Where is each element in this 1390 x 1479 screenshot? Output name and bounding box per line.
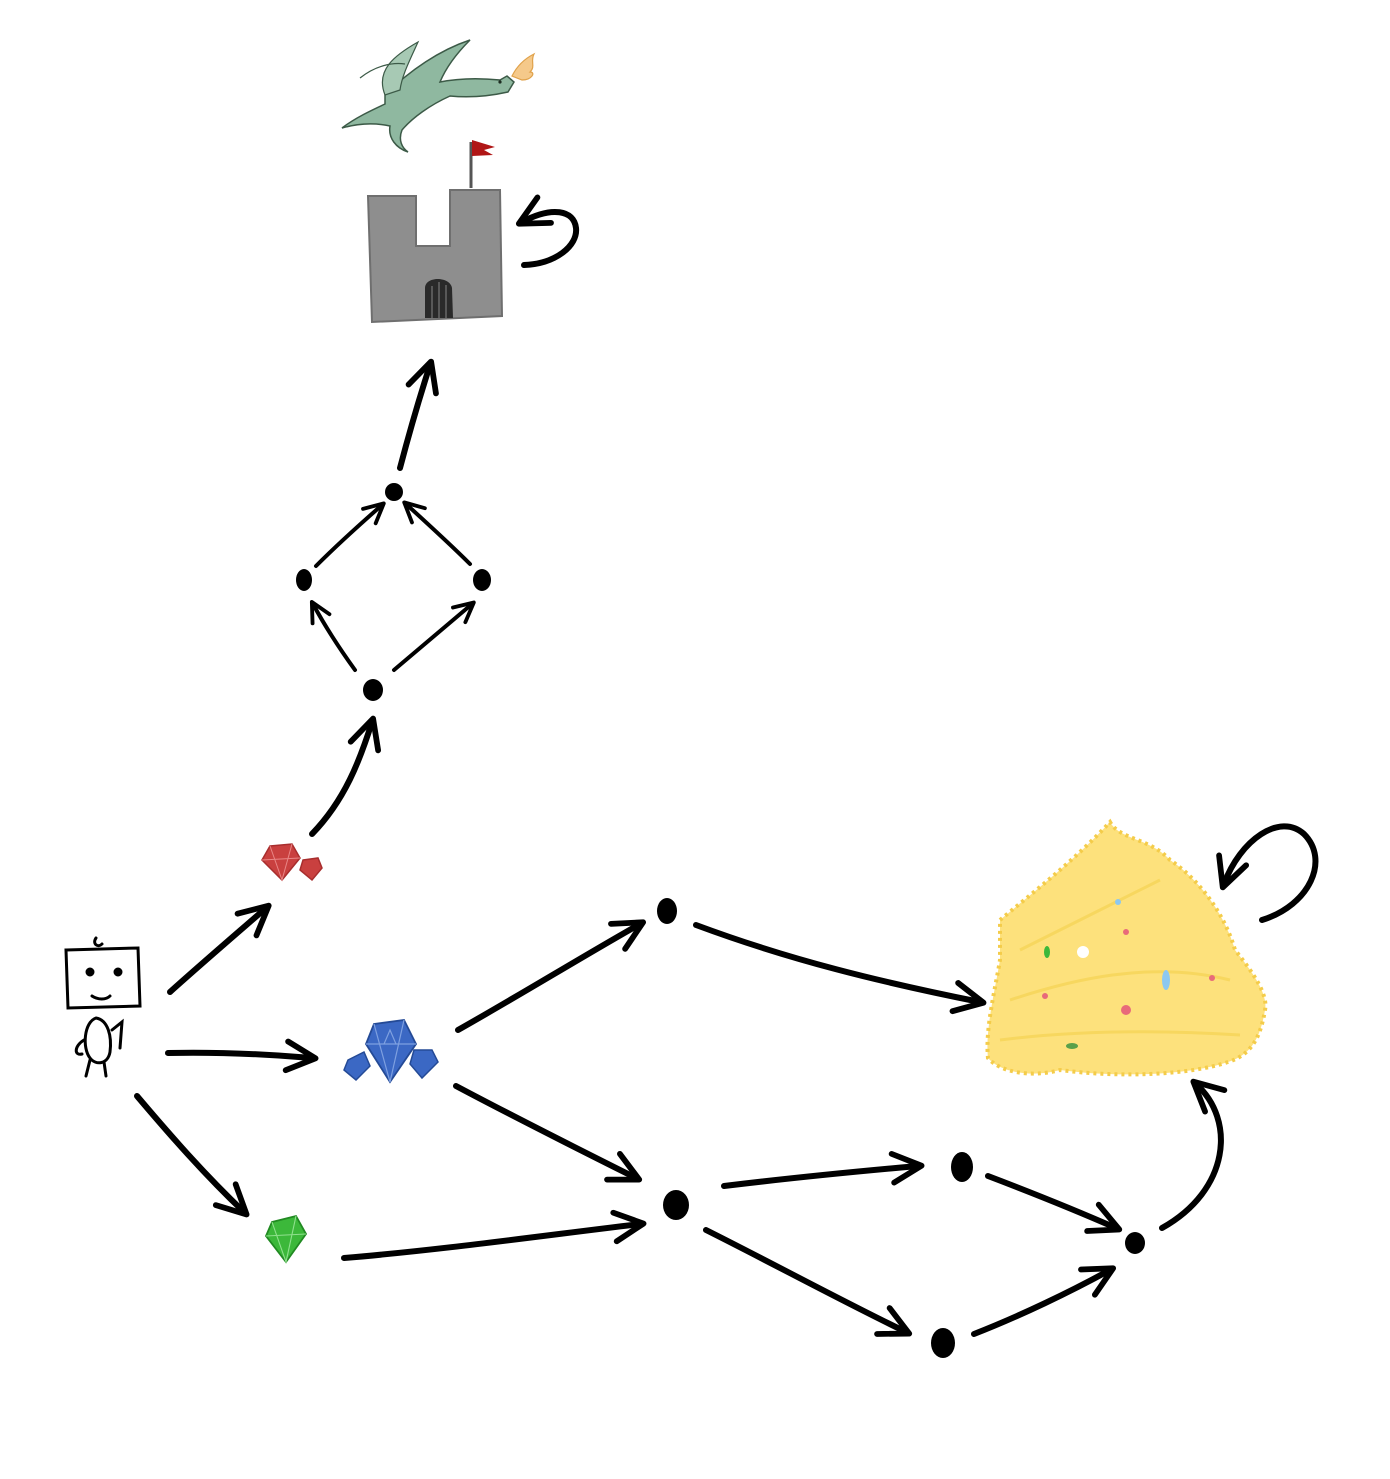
arrow-agent-to-blue-gems xyxy=(165,1038,319,1074)
castle-icon xyxy=(366,140,504,324)
arrow-b3-to-b5 xyxy=(985,1173,1123,1234)
arrow-b1-to-treasure xyxy=(693,922,987,1015)
arrow-green-gem-to-b2 xyxy=(341,1209,647,1261)
dragon-icon xyxy=(341,39,536,153)
state-dot-b2 xyxy=(663,1190,689,1220)
state-dot-b3 xyxy=(951,1152,973,1182)
arrow-agent-to-red-gems xyxy=(167,902,272,995)
arrow-red-gems-to-a1 xyxy=(309,715,382,837)
fire-icon xyxy=(511,52,536,81)
arrow-a4-to-castle xyxy=(397,358,439,471)
arrow-a3-to-a4 xyxy=(402,500,472,566)
arrow-blue-gems-to-b2 xyxy=(453,1083,643,1183)
state-dot-a2 xyxy=(296,569,312,591)
arrow-a2-to-a4 xyxy=(314,501,386,568)
treasure-self-loop-arrow xyxy=(1216,823,1319,923)
state-dot-a4 xyxy=(385,483,403,501)
arrow-b2-to-b4 xyxy=(703,1227,913,1337)
arrow-blue-gems-to-b1 xyxy=(455,919,647,1033)
arrow-b2-to-b3 xyxy=(721,1150,925,1189)
state-dot-b5 xyxy=(1125,1232,1145,1254)
state-dot-a3 xyxy=(473,569,491,591)
arrow-agent-to-green-gem xyxy=(134,1093,250,1218)
state-dot-a1 xyxy=(363,679,383,701)
arrow-b5-to-treasure xyxy=(1159,1078,1228,1231)
arrow-b4-to-b5 xyxy=(971,1265,1117,1337)
green-gem-icon xyxy=(264,1214,308,1265)
robot-agent-icon xyxy=(64,936,142,1078)
arrow-a1-to-a2 xyxy=(309,599,357,672)
state-dot-b1 xyxy=(657,898,677,924)
arrow-a1-to-a3 xyxy=(392,600,476,672)
flag-icon xyxy=(472,140,495,156)
gold-treasure-pile-icon xyxy=(985,818,1268,1077)
castle-self-loop-arrow xyxy=(515,194,580,268)
blue-gems-icon xyxy=(343,1019,439,1084)
state-dot-b4 xyxy=(931,1328,955,1358)
red-gems-icon xyxy=(261,843,323,882)
